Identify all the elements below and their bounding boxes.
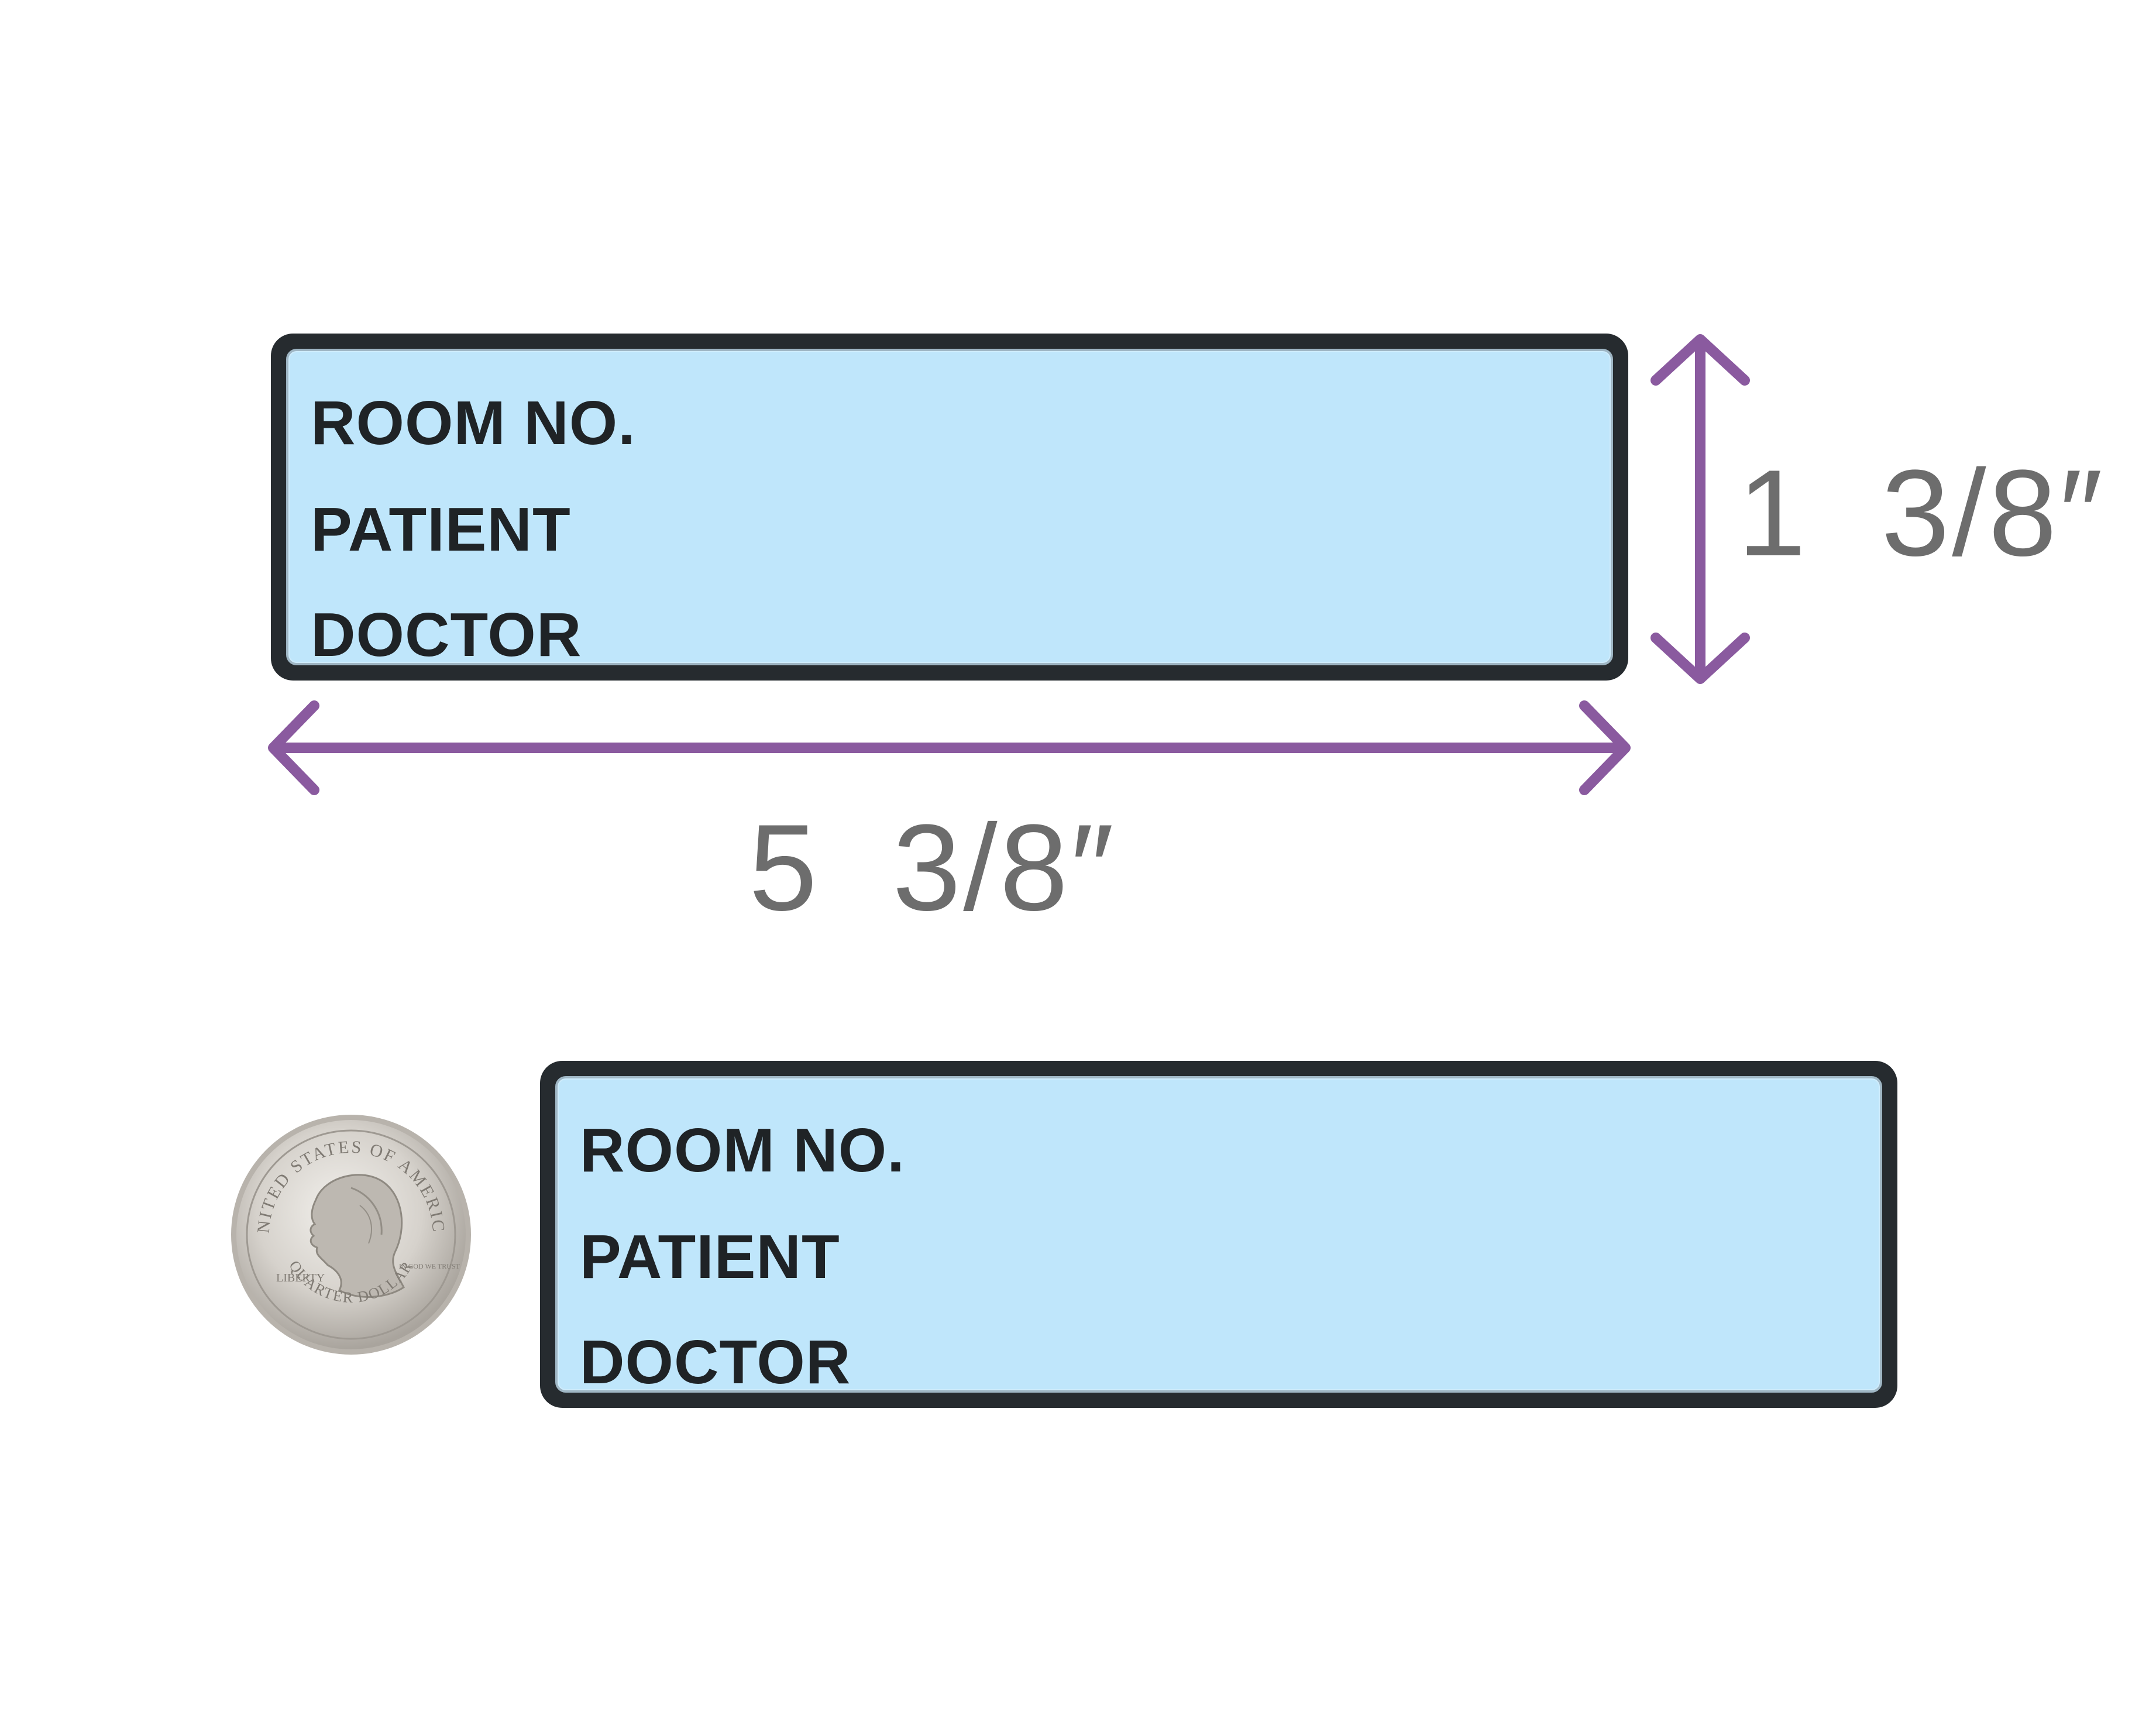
label-plate-top: ROOM NO. PATIENT DOCTOR [271,334,1628,681]
width-arrow-left-icon [268,700,319,795]
coin-motto-text: IN GOD WE TRUST [399,1262,460,1270]
quarter-coin: UNITED STATES OF AMERICA QUARTER DOLLAR … [228,1112,471,1355]
label-face: ROOM NO. PATIENT DOCTOR [286,349,1613,669]
room-no-text: ROOM NO. [311,389,636,458]
room-no-text: ROOM NO. [580,1116,905,1185]
doctor-text: DOCTOR [580,1328,851,1397]
height-arrow-up-icon [1650,334,1750,386]
coin-liberty-text: LIBERTY [276,1272,325,1284]
width-dimension-label: 5 3/8″ [749,799,1116,936]
doctor-text: DOCTOR [311,600,582,669]
height-dimension-label: 1 3/8″ [1738,444,2105,582]
width-arrow-right-icon [1579,700,1631,795]
height-arrow-down-icon [1650,633,1750,684]
portrait-icon [310,1174,405,1298]
label-face: ROOM NO. PATIENT DOCTOR [555,1076,1882,1393]
patient-text: PATIENT [580,1222,840,1291]
patient-text: PATIENT [311,495,571,564]
label-plate-bottom: ROOM NO. PATIENT DOCTOR [540,1061,1897,1408]
